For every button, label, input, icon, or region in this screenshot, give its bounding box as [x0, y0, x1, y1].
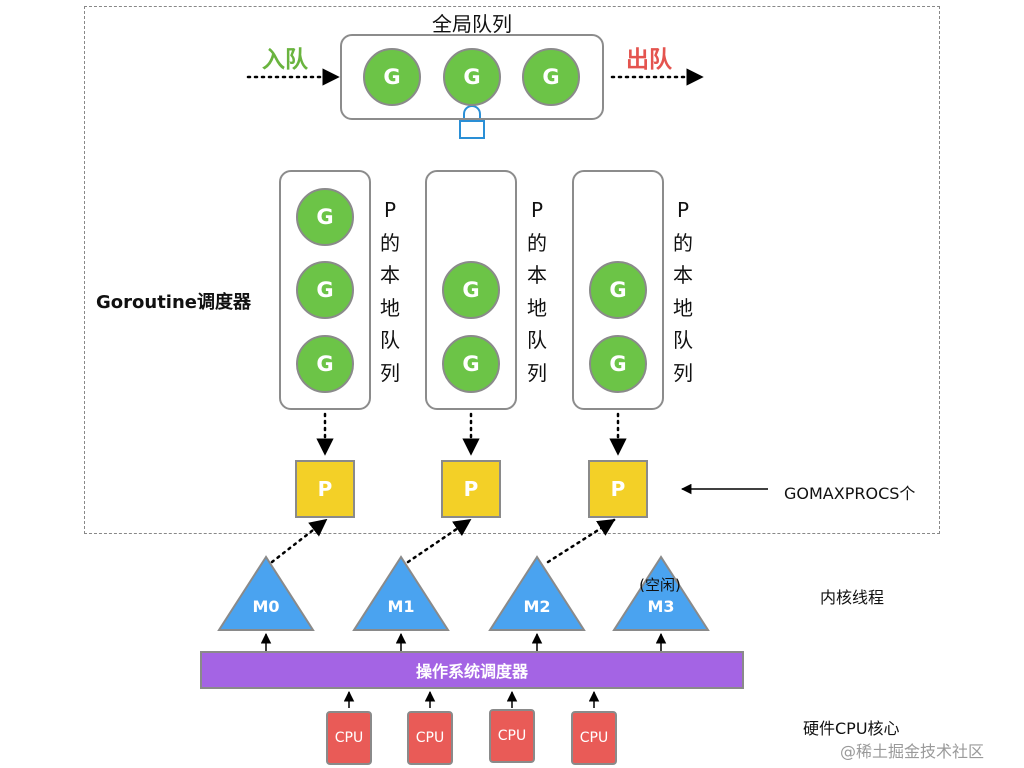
local-queue-box	[279, 170, 371, 410]
thread-label: M2	[523, 597, 551, 616]
m-to-p-arrow	[406, 518, 472, 564]
goroutine-scheduler-region	[84, 6, 940, 534]
thread-label: M0	[252, 597, 280, 616]
kernel-threads-label: 内核线程	[820, 588, 885, 607]
m-to-p-arrow	[270, 518, 328, 564]
thread-label: M1	[387, 597, 415, 616]
goroutine-scheduler-label: Goroutine调度器	[96, 292, 251, 313]
processor-node: P	[441, 460, 501, 518]
goroutine-node: G	[589, 261, 647, 319]
lock-icon	[459, 105, 485, 139]
os-scheduler-bar: 操作系统调度器	[200, 651, 744, 689]
processor-node: P	[588, 460, 648, 518]
local-queue-box	[572, 170, 664, 410]
global-queue-box	[340, 34, 604, 120]
goroutine-node: G	[363, 48, 421, 106]
thread-triangle	[488, 555, 586, 631]
thread-triangle	[217, 555, 315, 631]
goroutine-node: G	[442, 261, 500, 319]
idle-label: (空闲)	[639, 576, 681, 594]
goroutine-node: G	[522, 48, 580, 106]
goroutine-node: G	[442, 335, 500, 393]
cpu-core: CPU	[571, 711, 617, 765]
goroutine-node: G	[296, 335, 354, 393]
goroutine-node: G	[589, 335, 647, 393]
m-to-p-arrow	[546, 518, 616, 564]
thread-label: M3	[647, 597, 675, 616]
watermark: @稀土掘金技术社区	[840, 742, 985, 761]
gomaxprocs-label: GOMAXPROCS个	[784, 484, 916, 503]
dequeue-label: 出队	[626, 47, 672, 73]
enqueue-label: 入队	[262, 47, 308, 73]
hardware-cores-label: 硬件CPU核心	[803, 719, 900, 738]
goroutine-node: G	[296, 261, 354, 319]
goroutine-node: G	[296, 188, 354, 246]
global-queue-title: 全局队列	[432, 12, 512, 36]
thread-triangle	[612, 555, 710, 631]
processor-node: P	[295, 460, 355, 518]
cpu-core: CPU	[326, 711, 372, 765]
cpu-core: CPU	[489, 709, 535, 763]
thread-triangle	[352, 555, 450, 631]
local-queue-box	[425, 170, 517, 410]
cpu-core: CPU	[407, 711, 453, 765]
goroutine-node: G	[443, 48, 501, 106]
